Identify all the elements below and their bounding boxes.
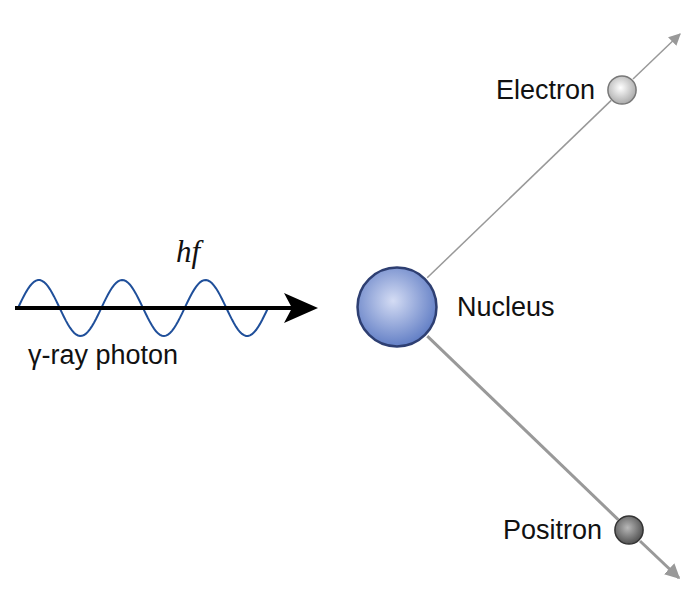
- particle-track: [427, 100, 611, 277]
- sphere-shape: [607, 75, 637, 105]
- photon-arrowhead: [284, 293, 318, 323]
- energy-label: hf: [176, 234, 200, 270]
- sphere-outline: [358, 268, 437, 347]
- particle-label: Positron: [503, 515, 602, 546]
- sphere-outline: [608, 76, 636, 104]
- nucleus-sphere: Nucleus: [355, 265, 439, 349]
- sphere-outline: [615, 516, 643, 544]
- electron-sphere: Electron: [607, 75, 637, 105]
- photon-arrow: [15, 306, 292, 310]
- sphere-shape: [355, 265, 439, 349]
- positron-sphere: Positron: [614, 515, 644, 545]
- particle-label: Nucleus: [457, 292, 555, 323]
- photon-label: γ-ray photon: [28, 340, 178, 371]
- sphere-shape: [614, 515, 644, 545]
- positron-track: [640, 541, 679, 578]
- electron-track: [633, 34, 680, 79]
- particle-label: Electron: [496, 75, 595, 106]
- particle-track: [427, 336, 618, 519]
